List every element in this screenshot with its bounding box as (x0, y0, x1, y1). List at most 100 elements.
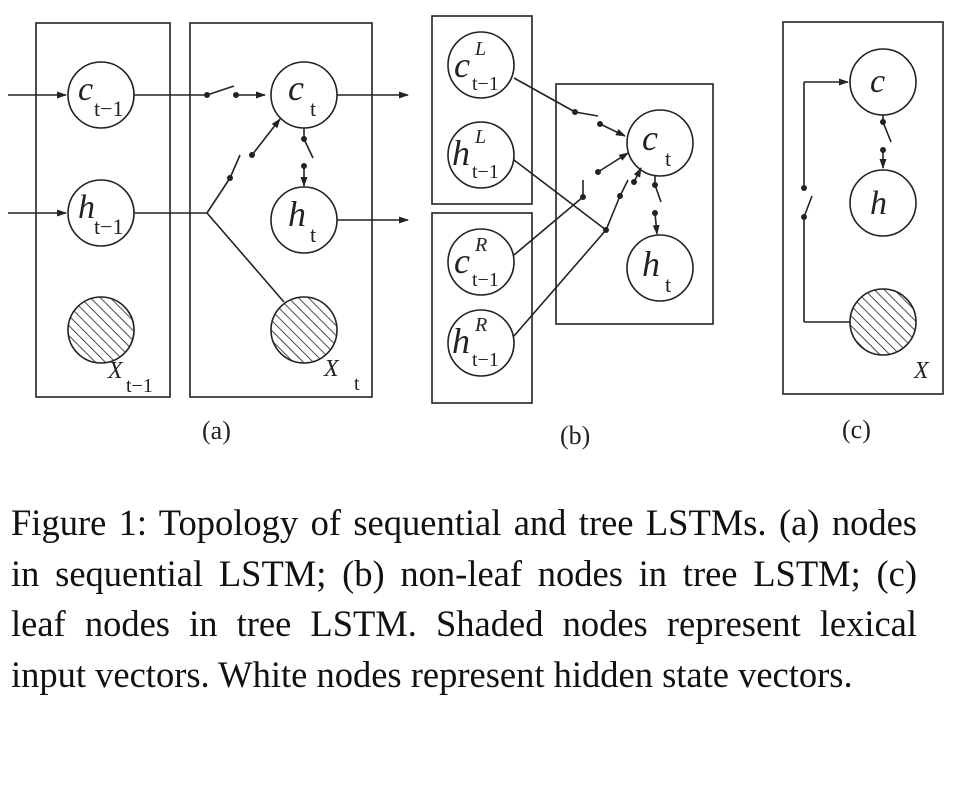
label-h-parent-sym: h (642, 244, 660, 284)
gate-switch-input (619, 179, 629, 197)
label-cL-sub: t−1 (472, 73, 499, 95)
svg-text:t: t (354, 373, 360, 395)
label-x-cur-sym: X (323, 356, 340, 382)
svg-text:t−1: t−1 (472, 73, 499, 95)
svg-text:c: c (870, 63, 885, 100)
svg-text:c: c (288, 68, 304, 108)
node-c-right (447, 228, 515, 296)
svg-text:h: h (78, 189, 95, 226)
panel-c-label: (c) (842, 415, 871, 444)
label-c-cur-sym: c (288, 68, 304, 108)
label-c-parent-sub: t (665, 146, 671, 171)
edge-switch-to-c-cur (251, 118, 281, 156)
node-h-right (447, 309, 515, 377)
label-x-leaf: X (913, 358, 930, 384)
svg-text:X: X (323, 356, 340, 382)
edge-junction-to-switch (206, 177, 231, 214)
label-c-leaf: c (870, 63, 885, 100)
label-c-parent-sym: c (642, 118, 658, 158)
node-h-parent (626, 234, 694, 302)
svg-text:h: h (870, 185, 887, 222)
label-h-parent-sub: t (665, 272, 671, 297)
panel-a-label: (a) (202, 416, 231, 445)
svg-text:c: c (642, 118, 658, 158)
panel-a-cur-box (189, 22, 373, 398)
svg-text:c: c (454, 45, 470, 85)
label-hR-sub: t−1 (472, 349, 499, 371)
label-hL-sym: h (452, 133, 470, 173)
label-hL-sub: t−1 (472, 161, 499, 183)
gate-dot (204, 92, 211, 99)
svg-text:t: t (310, 222, 316, 247)
label-x-prev-sym: X (107, 358, 124, 384)
svg-text:(b): (b) (560, 421, 590, 450)
svg-text:L: L (474, 126, 486, 148)
label-cR-sup: R (474, 234, 487, 256)
gate-switch-output (303, 138, 314, 159)
label-cR-sym: c (454, 241, 470, 281)
svg-text:X: X (913, 358, 930, 384)
svg-text:R: R (474, 234, 487, 256)
svg-text:t−1: t−1 (472, 161, 499, 183)
gate-switch-output (882, 121, 892, 143)
node-x-leaf-shaded (849, 288, 917, 356)
lstm-topology-diagram: c t−1 h t−1 X t−1 c t h t X t c L t−1 h … (8, 15, 944, 450)
edge-cR-to-switch (513, 196, 584, 256)
svg-text:t−1: t−1 (472, 269, 499, 291)
gate-dot (233, 92, 240, 99)
panel-b (431, 15, 714, 404)
edge-hL-to-junction (513, 159, 607, 231)
gate-switch-input (229, 154, 241, 179)
svg-text:t−1: t−1 (472, 349, 499, 371)
edge-input-to-c-parent (633, 167, 642, 183)
label-h-cur-sub: t (310, 222, 316, 247)
node-c-left (447, 31, 515, 99)
svg-text:R: R (474, 314, 487, 336)
gate-switch-input (803, 195, 813, 218)
svg-text:c: c (78, 71, 93, 108)
label-hL-sup: L (474, 126, 486, 148)
edge-switch-to-c-parent (599, 123, 626, 137)
node-c-parent (626, 109, 694, 177)
svg-text:X: X (107, 358, 124, 384)
node-h-leaf (849, 169, 917, 237)
svg-text:t: t (310, 96, 316, 121)
label-hR-sup: R (474, 314, 487, 336)
svg-text:t−1: t−1 (94, 214, 124, 239)
edge-c-to-h-parent (652, 212, 660, 235)
label-c-cur-sub: t (310, 96, 316, 121)
panel-c (782, 21, 944, 395)
panel-c-box (782, 21, 944, 395)
panel-a-prev-box (35, 22, 171, 398)
edge-x-to-junction (206, 212, 285, 303)
svg-text:h: h (642, 244, 660, 284)
panel-b-left-box (431, 15, 533, 205)
svg-text:(a): (a) (202, 416, 231, 445)
node-x-cur-shaded (270, 296, 338, 364)
gate-switch-c (206, 85, 235, 96)
svg-text:t: t (665, 272, 671, 297)
svg-text:t−1: t−1 (126, 375, 153, 397)
label-c-prev-sub: t−1 (94, 96, 124, 121)
svg-text:L: L (474, 38, 486, 60)
label-h-leaf: h (870, 185, 887, 222)
svg-text:h: h (288, 194, 306, 234)
label-x-prev-sub: t−1 (126, 375, 153, 397)
label-hR-sym: h (452, 321, 470, 361)
label-h-prev-sym: h (78, 189, 95, 226)
svg-text:t−1: t−1 (94, 96, 124, 121)
svg-text:h: h (452, 321, 470, 361)
label-cR-sub: t−1 (472, 269, 499, 291)
edge-cL-to-switch (513, 77, 576, 113)
gate-switch-left (574, 111, 599, 117)
label-cL-sup: L (474, 38, 486, 60)
panel-b-label: (b) (560, 421, 590, 450)
svg-text:t: t (665, 146, 671, 171)
label-h-cur-sym: h (288, 194, 306, 234)
svg-text:c: c (454, 241, 470, 281)
panel-a (8, 22, 409, 398)
node-h-left (447, 121, 515, 189)
panel-b-right-box (431, 212, 533, 404)
label-cL-sym: c (454, 45, 470, 85)
label-c-prev-sym: c (78, 71, 93, 108)
